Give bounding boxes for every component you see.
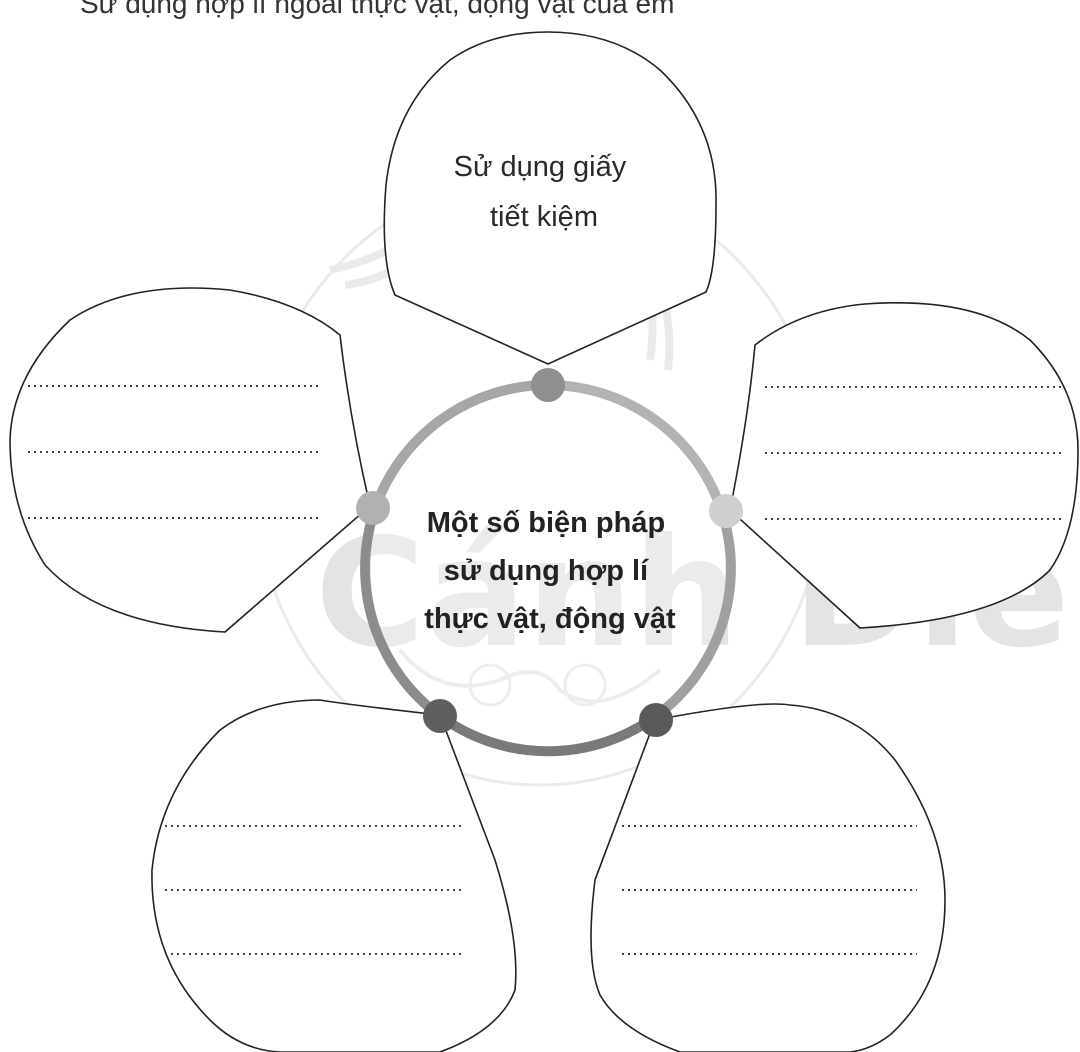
petal-bottom-right [591,704,945,1052]
node-top [531,368,565,402]
node-bottom-left [423,699,457,733]
petal-bottom-left [152,700,516,1052]
top-petal-line-2: tiết kiệm [490,201,598,233]
center-title: Một số biện pháp sử dụng hợp lí thực vật… [424,507,676,635]
top-petal-line-1: Sử dụng giấy [454,151,627,183]
node-left [356,491,390,525]
node-bottom-right [639,703,673,737]
center-line-3: thực vật, động vật [424,603,676,635]
center-line-2: sử dụng hợp lí [444,555,649,587]
center-line-1: Một số biện pháp [427,507,665,539]
node-right [709,494,743,528]
